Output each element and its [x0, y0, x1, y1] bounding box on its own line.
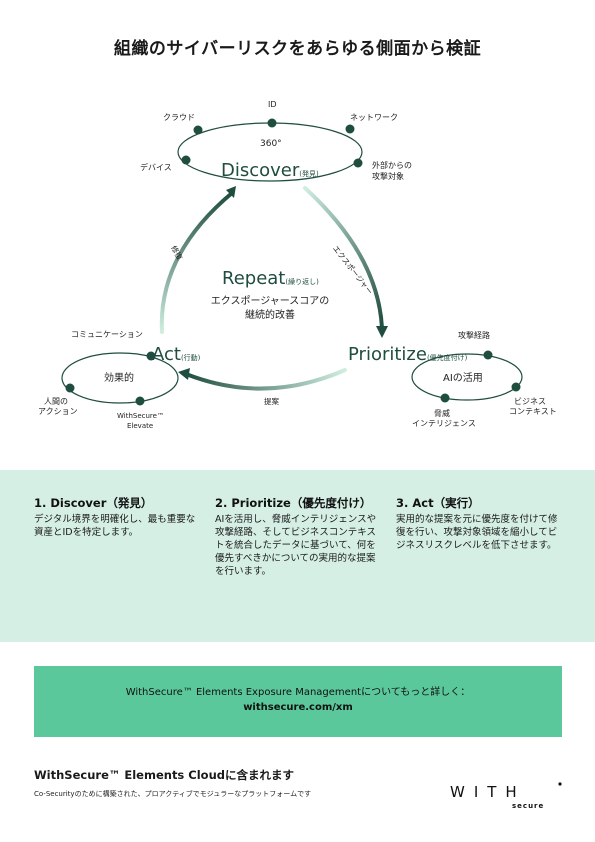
repeat-main: Repeat: [222, 268, 286, 289]
node-label-cloud: クラウド: [163, 113, 195, 122]
cloud-title: WithSecure™ Elements Cloudに含まれます: [34, 768, 294, 782]
arrow-proposal: [184, 368, 347, 391]
step-title: 3. Act（実行）: [396, 496, 480, 510]
node-label-id: ID: [268, 100, 277, 109]
arrow-label-proposal: 提案: [264, 397, 279, 406]
step-discover: 1. Discover（発見） デジタル境界を明確化し、最も重要な資産とIDを特…: [34, 497, 202, 539]
node-label-human-2: アクション: [38, 407, 78, 416]
discover-node: [345, 124, 355, 134]
act-node: [65, 383, 75, 393]
node-label-external-2: 攻撃対象: [372, 172, 404, 181]
discover-node: [181, 155, 191, 165]
discover-heading: Discover(発見): [221, 160, 319, 181]
discover-main: Discover: [221, 160, 300, 181]
logo-word: WITH: [450, 783, 526, 801]
node-label-business-1: ビジネス: [514, 397, 546, 406]
node-label-elevate-1: WithSecure™: [117, 412, 164, 420]
logo-tag: secure: [512, 802, 544, 810]
step-body: デジタル境界を明確化し、最も重要な資産とIDを特定します。: [34, 514, 196, 538]
discover-node: [353, 158, 363, 168]
step-body: AIを活用し、脅威インテリジェンスや攻撃経路、そしてビジネスコンテキストを統合し…: [215, 514, 377, 577]
node-label-attack-path: 攻撃経路: [458, 331, 490, 340]
act-heading: Act(行動): [152, 344, 200, 365]
prioritize-heading: Prioritize(優先度付け): [348, 344, 467, 365]
prioritize-node: [511, 382, 521, 392]
withsecure-logo: WITH secure: [448, 780, 563, 810]
repeat-line-2: 継続的改善: [245, 310, 295, 321]
discover-sub: (発見): [299, 170, 319, 178]
act-main: Act: [152, 344, 181, 365]
arrow-exposure: [303, 186, 384, 330]
step-act: 3. Act（実行） 実用的な提案を元に優先度を付けて修復を行い、攻撃対象領域を…: [396, 497, 564, 552]
prioritize-sub: (優先度付け): [426, 354, 468, 362]
act-node: [146, 351, 156, 361]
prioritize-orbit: [411, 353, 523, 401]
prioritize-node: [440, 393, 450, 403]
repeat-line-1: エクスポージャースコアの: [210, 296, 330, 307]
node-label-network: ネットワーク: [350, 113, 398, 122]
cta-link[interactable]: withsecure.com/xm: [243, 702, 353, 713]
repeat-heading: Repeat(繰り返し): [222, 268, 319, 289]
arrow-repair: [159, 191, 234, 334]
steps-band: [0, 470, 595, 642]
node-label-communication: コミュニケーション: [71, 330, 143, 339]
page-title: 組織のサイバーリスクをあらゆる側面から検証: [113, 39, 482, 59]
node-label-threat-1: 脅威: [434, 409, 450, 418]
act-center: 効果的: [104, 373, 134, 384]
node-label-external-1: 外部からの: [372, 161, 412, 170]
prioritize-main: Prioritize: [348, 344, 427, 365]
node-label-elevate-2: Elevate: [127, 422, 154, 430]
step-body: 実用的な提案を元に優先度を付けて修復を行い、攻撃対象領域を縮小してビジネスリスク…: [396, 514, 558, 551]
node-label-threat-2: インテリジェンス: [412, 419, 476, 428]
step-prioritize: 2. Prioritize（優先度付け） AIを活用し、脅威インテリジェンスや攻…: [215, 497, 383, 578]
discover-node: [267, 118, 277, 128]
cycle-diagram: [61, 118, 523, 406]
node-label-business-2: コンテキスト: [509, 407, 557, 416]
discover-center: 360°: [260, 139, 282, 149]
prioritize-center: AIの活用: [443, 373, 483, 384]
discover-node: [193, 125, 203, 135]
node-label-device: デバイス: [140, 163, 172, 172]
step-title: 2. Prioritize（優先度付け）: [215, 496, 372, 510]
cta-text: WithSecure™ Elements Exposure Management…: [125, 687, 471, 698]
cta-text-block: WithSecure™ Elements Exposure Management…: [34, 685, 562, 715]
prioritize-node: [483, 350, 493, 360]
act-node: [135, 396, 145, 406]
cta-banner[interactable]: WithSecure™ Elements Exposure Management…: [34, 666, 562, 737]
step-title: 1. Discover（発見）: [34, 496, 153, 510]
cloud-description: Co-Securityのために構築された、プロアクティブでモジュラーなプラットフ…: [34, 790, 312, 798]
repeat-sub: (繰り返し): [285, 278, 319, 286]
act-orbit: [61, 352, 179, 404]
act-sub: (行動): [180, 354, 201, 362]
node-label-human-1: 人間の: [44, 397, 68, 406]
